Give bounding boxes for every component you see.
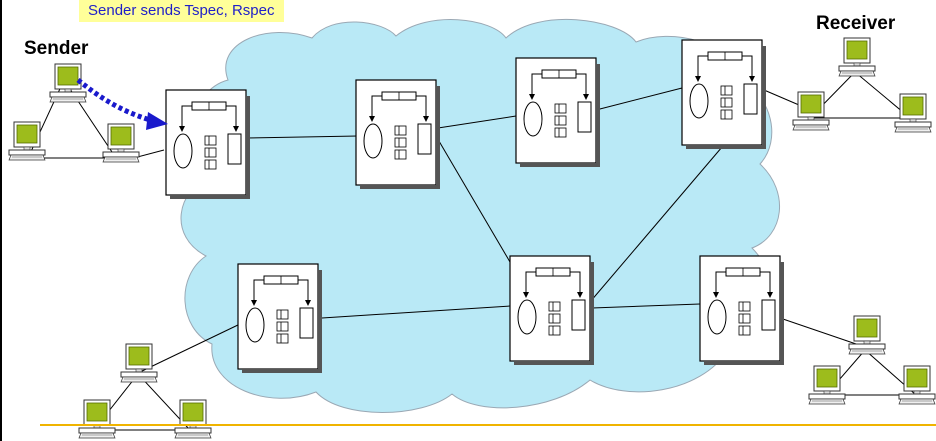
left-border (0, 0, 2, 441)
router-icon (699, 255, 785, 366)
computer-icon (848, 315, 886, 355)
caption-label: Sender sends Tspec, Rspec (79, 0, 284, 22)
network-links (125, 87, 863, 373)
computer-icon (102, 123, 140, 163)
computer-icon (898, 365, 936, 405)
router-icon (355, 79, 441, 190)
arrow-head-icon (146, 112, 168, 130)
router-icon (165, 89, 251, 200)
computer-icon (792, 91, 830, 131)
computer-icon (78, 399, 116, 439)
router-icon (237, 263, 323, 374)
tspec-arrow (76, 78, 151, 123)
sender-label: Sender (24, 38, 89, 59)
router-icon (681, 39, 767, 150)
router-icon (509, 255, 595, 366)
host-links (27, 71, 918, 431)
computer-icon (838, 37, 876, 77)
receiver-label: Receiver (816, 13, 896, 34)
computer-icon (808, 365, 846, 405)
computer-icon (8, 121, 46, 161)
router-icon (515, 57, 601, 168)
computer-icon (120, 343, 158, 383)
computer-icon (894, 93, 932, 133)
computer-icon (174, 399, 212, 439)
